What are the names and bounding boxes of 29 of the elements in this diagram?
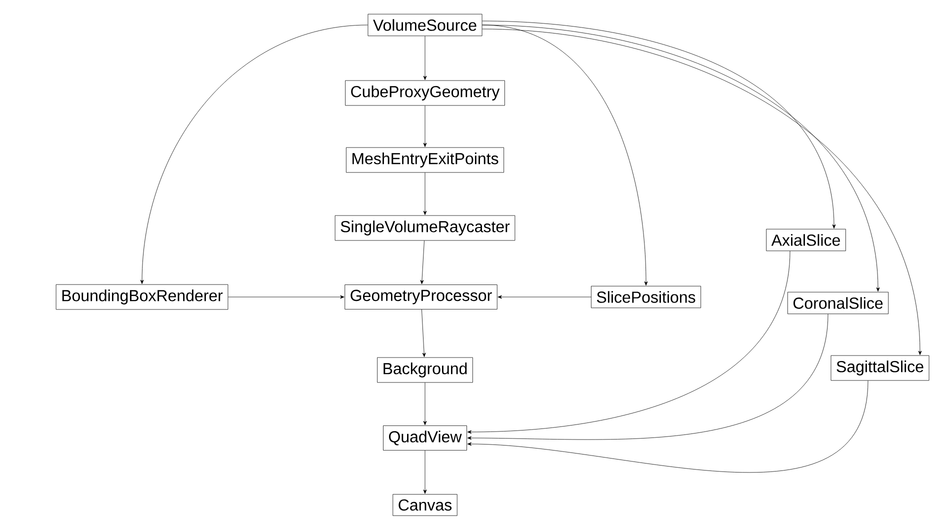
arrow	[467, 250, 790, 434]
arrow	[423, 36, 427, 80]
process-box: SingleVolumeRaycaster	[334, 215, 516, 241]
process-box: VolumeSource	[368, 14, 482, 36]
arrow	[482, 20, 836, 229]
arrow	[482, 28, 922, 355]
arrow	[422, 309, 426, 357]
arrow	[423, 172, 427, 215]
process-box: CoronalSlice	[787, 292, 889, 314]
process-box: QuadView	[383, 425, 467, 450]
process-box: MeshEntryExitPoints	[346, 147, 504, 173]
process-box: SlicePositions	[591, 286, 701, 308]
arrow	[423, 105, 427, 147]
process-box: Canvas	[392, 494, 458, 516]
process-box: SagittalSlice	[830, 355, 930, 381]
arrow	[420, 240, 424, 284]
arrow	[482, 24, 880, 292]
process-box: CubeProxyGeometry	[345, 80, 505, 106]
process-box: Background	[377, 357, 473, 383]
arrow	[423, 382, 427, 426]
arrow	[140, 24, 368, 284]
arrow	[467, 314, 828, 440]
process-box: GeometryProcessor	[344, 284, 498, 310]
arrow	[423, 450, 427, 494]
process-box: BoundingBoxRenderer	[56, 284, 228, 310]
process-box: AxialSlice	[766, 228, 846, 252]
arrow	[228, 295, 344, 299]
arrow	[498, 295, 592, 299]
arrow	[467, 380, 868, 472]
